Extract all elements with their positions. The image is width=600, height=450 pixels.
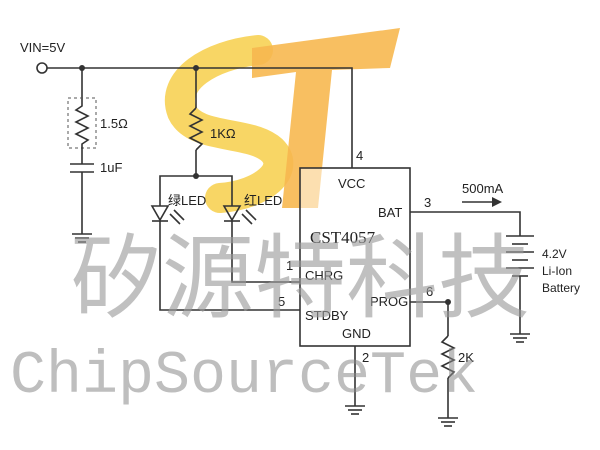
pin-chrg-label: CHRG (305, 268, 343, 283)
led-green-label: 绿LED (168, 193, 206, 208)
battery-voltage-label: 4.2V (542, 247, 567, 261)
watermark-english: ChipSourceTek (10, 343, 478, 411)
pin-chrg-number: 1 (286, 258, 293, 273)
ground-symbol (438, 417, 458, 427)
pin-stdby-number: 5 (278, 294, 285, 309)
logo-watermark (165, 28, 400, 213)
pin-stdby-label: STDBY (305, 308, 349, 323)
resistor-1k-label: 1KΩ (210, 126, 236, 141)
watermark-chinese: 矽源特科技 (70, 225, 530, 332)
pin-gnd-label: GND (342, 326, 371, 341)
resistor-1k (188, 107, 204, 151)
wire-bat (410, 211, 521, 236)
ground-symbol (345, 405, 365, 415)
pin-vcc-number: 4 (356, 148, 363, 163)
pin-vcc-label: VCC (338, 176, 365, 191)
supply-terminal (36, 62, 48, 74)
pin-gnd-number: 2 (362, 350, 369, 365)
prog-resistor-label: 2K (458, 350, 474, 365)
top-rail (47, 67, 353, 168)
resistor-1r5-label: 1.5Ω (100, 116, 128, 131)
battery-name-label: Battery (542, 281, 580, 295)
pin-bat-label: BAT (378, 205, 402, 220)
wire-chrg (231, 221, 300, 283)
battery-symbol (506, 235, 534, 343)
wire-stdby (159, 221, 300, 311)
capacitor-label: 1uF (100, 160, 122, 175)
battery-type-label: Li-Ion (542, 264, 572, 278)
current-arrow (462, 197, 502, 207)
ground-symbol (72, 233, 92, 243)
part-number: CST4057 (310, 228, 376, 247)
resistor-prog (440, 335, 456, 379)
pin-bat-number: 3 (424, 195, 431, 210)
led-red-label: 红LED (244, 193, 282, 208)
supply-label: VIN=5V (20, 40, 65, 55)
current-label: 500mA (462, 181, 504, 196)
resistor-1r5 (74, 100, 90, 150)
junction-dot (445, 299, 451, 305)
pin-prog-label: PROG (370, 294, 408, 309)
led-common-rail (159, 175, 233, 196)
pin-prog-number: 6 (426, 284, 433, 299)
